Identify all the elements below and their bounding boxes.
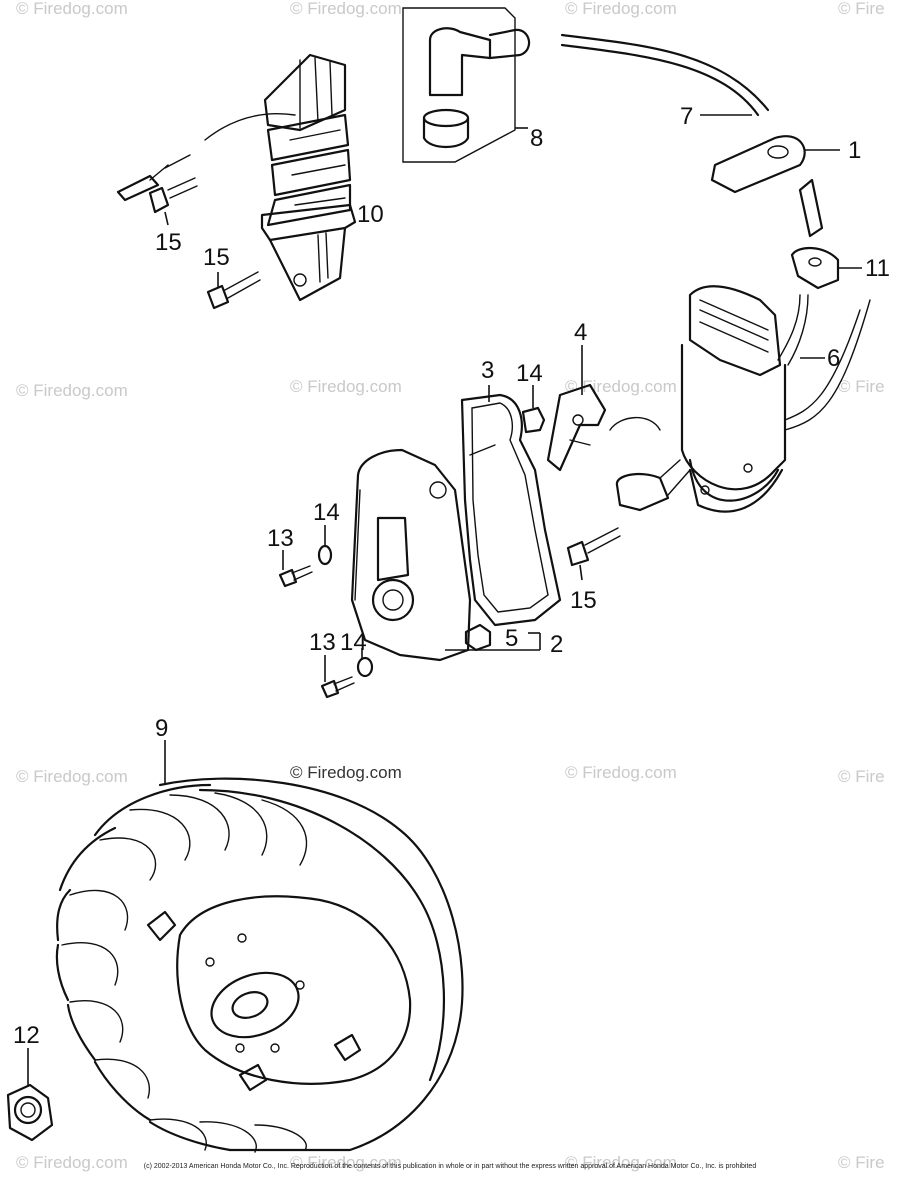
watermark: © Firedog.com <box>16 767 128 786</box>
watermark: © Firedog.com <box>290 377 402 396</box>
washer-part-14-lower <box>356 648 374 678</box>
block-part-5 <box>464 623 492 652</box>
watermark: © Firedog.com <box>290 763 402 782</box>
flywheel-part-9 <box>55 740 464 1153</box>
gasket-part-3 <box>460 385 562 627</box>
copyright-notice: (c) 2002-2013 American Honda Motor Co., … <box>144 1163 757 1170</box>
screw-part-13-lower <box>320 655 355 699</box>
callout-15-upper: 15 <box>155 229 182 256</box>
callout-labels: 1 2 3 4 5 6 7 8 9 10 11 12 13 13 14 14 1… <box>13 103 890 1049</box>
exciter-coil-part-10 <box>116 53 357 302</box>
watermark: © Firedog.com <box>565 763 677 782</box>
breaker-cover-part-2 <box>350 448 541 662</box>
callout-2: 2 <box>550 631 563 658</box>
watermark: © Firedog.com <box>16 0 128 18</box>
watermark: © Firedog.com <box>290 0 402 18</box>
callout-3: 3 <box>481 357 494 384</box>
bolt-part-15-right <box>566 527 621 581</box>
nut-part-14-top <box>521 385 546 434</box>
watermark: © Firedog.com <box>565 0 677 18</box>
watermark: © Fire <box>838 377 885 396</box>
flywheel-nut-part-12 <box>6 1048 54 1142</box>
sleeve <box>798 178 824 238</box>
callout-7: 7 <box>680 103 693 130</box>
cover-plate-part-1 <box>710 135 840 194</box>
callout-15-right: 15 <box>570 587 597 614</box>
callout-11: 11 <box>865 255 890 282</box>
ignition-lead-part-7 <box>560 33 770 117</box>
bolt-part-15-left <box>206 271 261 310</box>
watermark: © Firedog.com <box>290 1153 402 1172</box>
callout-14-top: 14 <box>516 360 543 387</box>
callout-6: 6 <box>827 345 840 372</box>
watermark: © Firedog.com <box>16 381 128 400</box>
clip-part-11 <box>790 247 862 290</box>
callout-13-upper: 13 <box>267 525 294 552</box>
callout-5: 5 <box>505 625 518 652</box>
watermark: © Firedog.com <box>16 1153 128 1172</box>
callout-9: 9 <box>155 715 168 742</box>
washer-part-14-upper <box>317 525 333 566</box>
callout-4: 4 <box>574 319 587 346</box>
screw-part-13-upper <box>278 550 313 588</box>
spark-plug-cap-part-8 <box>402 7 531 163</box>
callout-14-upper: 14 <box>313 499 340 526</box>
callout-10: 10 <box>357 201 384 228</box>
bolt-part-15-upper <box>148 177 198 226</box>
callout-13-lower: 13 <box>309 629 336 656</box>
watermark: © Fire <box>838 0 885 18</box>
watermarks: © Firedog.com © Firedog.com © Firedog.co… <box>16 0 885 1172</box>
watermark: © Fire <box>838 767 885 786</box>
watermark: © Firedog.com <box>565 1153 677 1172</box>
callout-1: 1 <box>848 137 861 164</box>
callout-15-left: 15 <box>203 244 230 271</box>
watermark: © Fire <box>838 1153 885 1172</box>
callout-14-lower: 14 <box>340 629 367 656</box>
callout-8: 8 <box>530 125 543 152</box>
callout-12: 12 <box>13 1022 40 1049</box>
contact-breaker-part-4 <box>546 345 691 512</box>
ignition-coil-part-6 <box>680 285 871 513</box>
